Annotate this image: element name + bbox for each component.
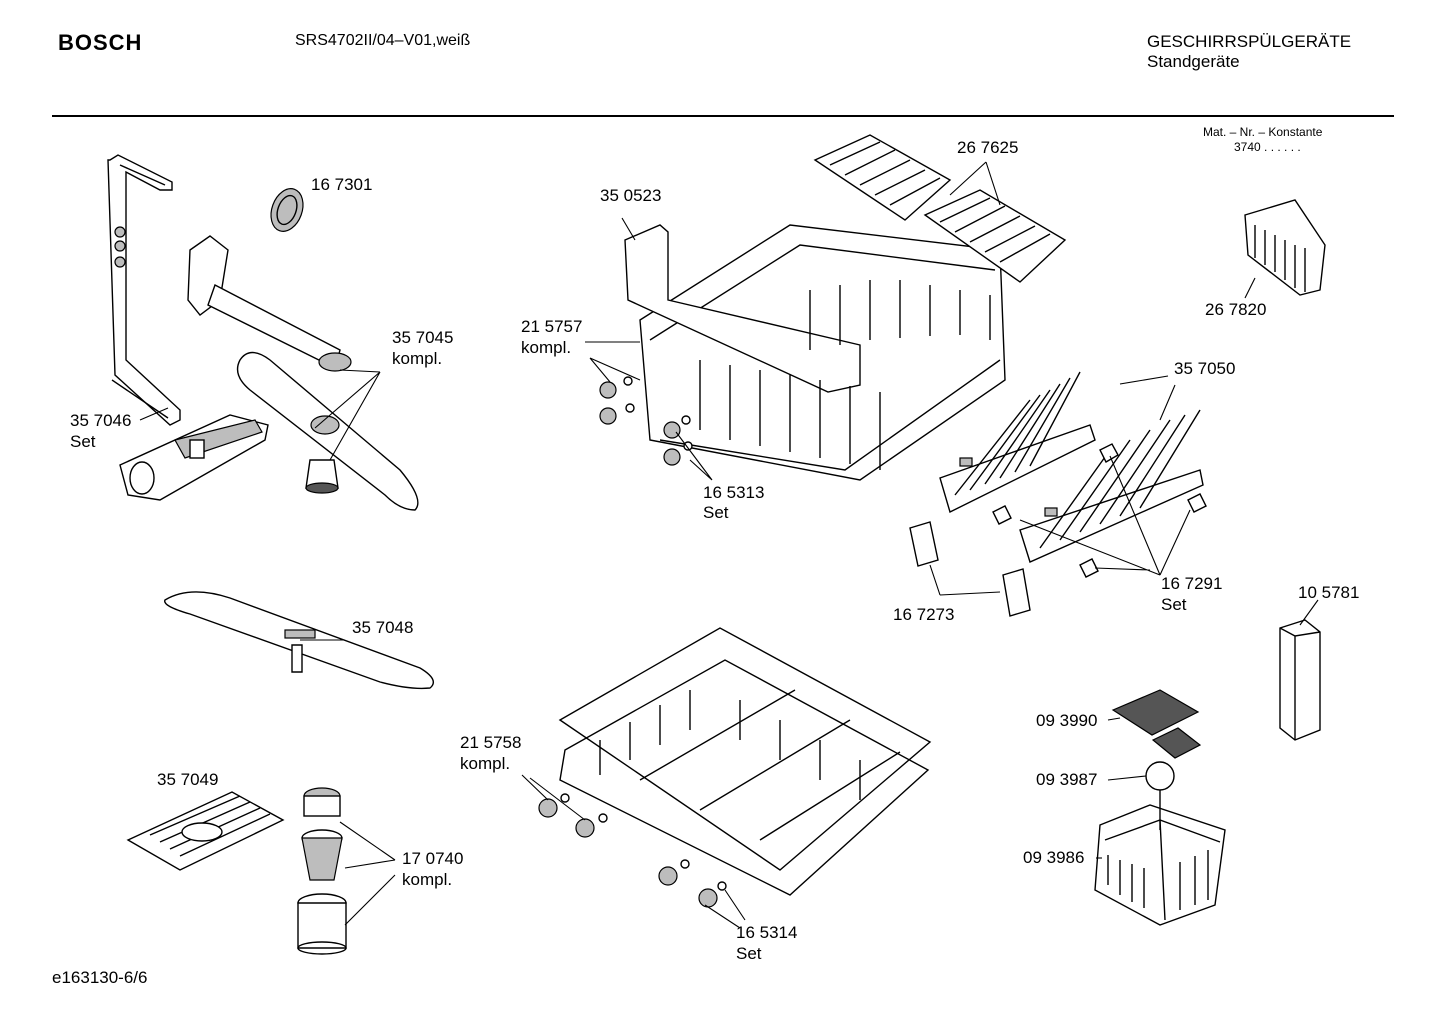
document-id: e163130-6/6	[52, 968, 148, 987]
part-350523-number: 35 0523	[600, 186, 662, 205]
upper-rollers-drawing	[599, 376, 693, 466]
part-357046-suffix: Set	[70, 432, 96, 451]
header-divider	[52, 115, 1394, 117]
lower-rollers-drawing	[538, 793, 727, 908]
flat-filter-drawing	[126, 791, 285, 871]
part-165313-suffix: Set	[703, 503, 729, 522]
mat-nr-label: Mat. – Nr. – Konstante	[1203, 125, 1323, 139]
part-105781-number: 10 5781	[1298, 583, 1360, 602]
part-357045-suffix: kompl.	[392, 349, 443, 368]
part-167301-number: 16 7301	[311, 175, 373, 194]
nozzle-cap-drawing	[270, 188, 304, 232]
part-170740-number: 17 0740	[402, 849, 464, 868]
brand-logo: BOSCH	[58, 30, 143, 55]
folding-tines-drawing	[939, 371, 1204, 563]
lower-basket-drawing	[558, 627, 932, 896]
part-267625-number: 26 7625	[957, 138, 1019, 157]
cup-rack-grids-drawing	[813, 134, 1067, 283]
upper-spray-arm-holder-drawing	[187, 235, 352, 372]
model-number: SRS4702II/04–V01,weiß	[295, 32, 471, 49]
part-167291-number: 16 7291	[1161, 574, 1223, 593]
part-165314-suffix: Set	[736, 944, 762, 963]
part-167291-suffix: Set	[1161, 595, 1187, 614]
basket-insert-grid-drawing	[1111, 689, 1202, 759]
bracket-drawing	[909, 521, 1031, 617]
leader-lines	[139, 161, 1319, 929]
sump-filter-drawing	[119, 414, 269, 501]
part-357045-number: 35 7045	[392, 328, 454, 347]
upper-basket-drawing	[624, 224, 1006, 481]
part-093986-number: 09 3986	[1023, 848, 1085, 867]
part-093990-number: 09 3990	[1036, 711, 1098, 730]
part-170740-suffix: kompl.	[402, 870, 453, 889]
spray-arm-upper-drawing	[236, 351, 419, 511]
part-215758-suffix: kompl.	[460, 754, 511, 773]
part-267820-number: 26 7820	[1205, 300, 1267, 319]
cutlery-holder-column-drawing	[1279, 619, 1321, 741]
part-167273-number: 16 7273	[893, 605, 955, 624]
cutlery-basket-small-drawing	[1244, 199, 1326, 296]
part-165313-number: 16 5313	[703, 483, 765, 502]
part-215758-number: 21 5758	[460, 733, 522, 752]
spray-tube-drawing	[107, 154, 181, 426]
category-title: GESCHIRRSPÜLGERÄTE	[1147, 32, 1352, 51]
mat-nr-value: 3740 . . . . . .	[1234, 140, 1301, 154]
part-357050-number: 35 7050	[1174, 359, 1236, 378]
part-093987-number: 09 3987	[1036, 770, 1098, 789]
part-215757-number: 21 5757	[521, 317, 583, 336]
category-subtitle: Standgeräte	[1147, 52, 1240, 71]
part-357046-number: 35 7046	[70, 411, 132, 430]
clip-set-drawing	[992, 443, 1207, 578]
filter-set-drawing	[297, 787, 347, 955]
cutlery-basket-large-drawing	[1094, 761, 1226, 926]
part-357049-number: 35 7049	[157, 770, 219, 789]
part-215757-suffix: kompl.	[521, 338, 572, 357]
part-357048-number: 35 7048	[352, 618, 414, 637]
part-165314-number: 16 5314	[736, 923, 798, 942]
spray-arm-lower-drawing	[164, 591, 434, 690]
